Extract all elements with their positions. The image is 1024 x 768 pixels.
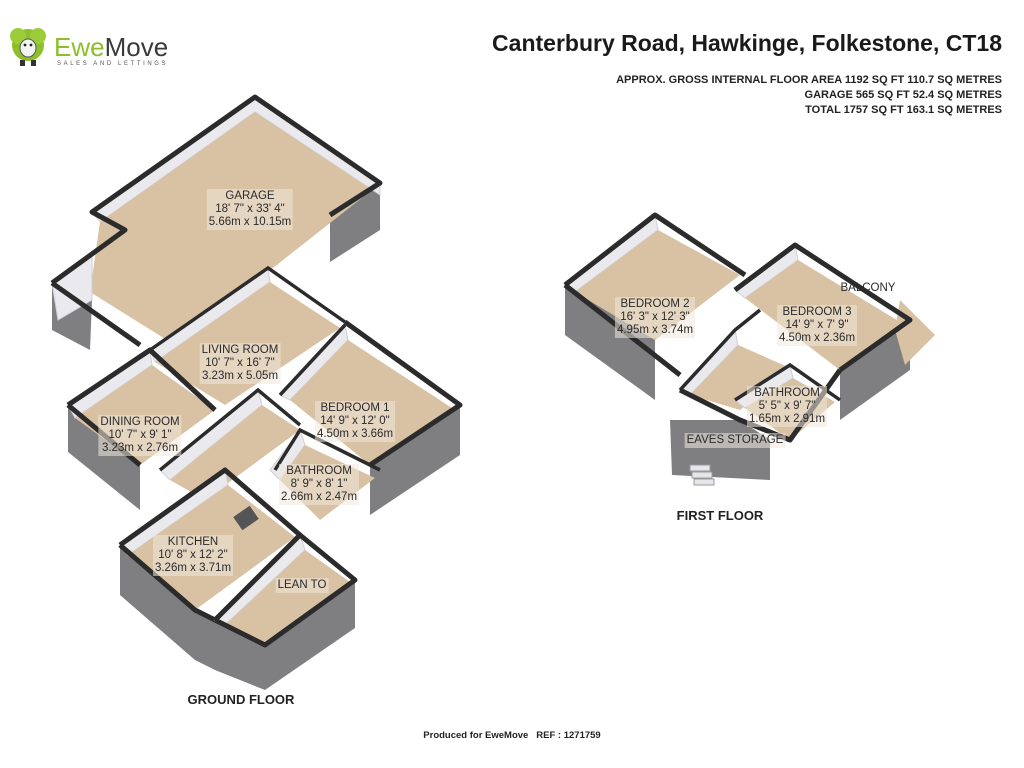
floor-name-ground: GROUND FLOOR: [187, 692, 295, 707]
property-address-title: Canterbury Road, Hawkinge, Folkestone, C…: [492, 30, 1002, 56]
area-line-total: TOTAL 1757 SQ FT 163.1 SQ METRES: [805, 104, 1002, 116]
room-imperial: 5' 5" x 9' 7": [758, 400, 816, 412]
room-imperial: 14' 9" x 12' 0": [320, 415, 390, 427]
room-metric: 3.26m x 3.71m: [154, 562, 232, 574]
room-name: LEAN TO: [277, 579, 327, 591]
room-name: BATHROOM: [286, 465, 352, 477]
room-metric: 1.65m x 2.91m: [748, 413, 826, 425]
room-name: LIVING ROOM: [201, 344, 279, 356]
room-label-living-room: LIVING ROOM 10' 7" x 16' 7" 3.23m x 5.05…: [199, 343, 281, 384]
room-label-kitchen: KITCHEN 10' 8" x 12' 2" 3.26m x 3.71m: [152, 535, 234, 576]
room-imperial: 16' 3" x 12' 3": [620, 311, 690, 323]
room-name: BEDROOM 2: [620, 298, 690, 310]
room-imperial: 10' 7" x 16' 7": [205, 357, 275, 369]
room-name: BATHROOM: [754, 387, 820, 399]
ground-floor-plan: [50, 94, 463, 690]
floor-name-first: FIRST FLOOR: [676, 508, 764, 523]
area-line-gross: APPROX. GROSS INTERNAL FLOOR AREA 1192 S…: [616, 74, 1002, 86]
room-label-balcony: BALCONY: [839, 281, 898, 296]
room-metric: 5.66m x 10.15m: [208, 216, 292, 228]
room-metric: 4.50m x 2.36m: [778, 332, 856, 344]
area-line-garage: GARAGE 565 SQ FT 52.4 SQ METRES: [804, 89, 1002, 101]
brand-name-part1: Ewe: [54, 32, 105, 62]
room-name: BEDROOM 3: [782, 306, 852, 318]
room-label-bathroom-first: BATHROOM 5' 5" x 9' 7" 1.65m x 2.91m: [746, 386, 828, 427]
produced-for-text: Produced for EweMove: [423, 730, 529, 741]
reference-number: REF : 1271759: [536, 730, 601, 741]
room-metric: 3.23m x 2.76m: [101, 442, 179, 454]
room-imperial: 14' 9" x 7' 9": [785, 319, 849, 331]
room-name: DINING ROOM: [100, 416, 180, 428]
brand-logo: EweMove: [54, 32, 168, 63]
room-label-eaves-storage: EAVES STORAGE: [684, 433, 786, 448]
footer-credit: Produced for EweMove REF : 1271759: [423, 730, 600, 741]
brand-name-part2: Move: [104, 32, 169, 62]
room-name: EAVES STORAGE: [686, 434, 784, 446]
room-label-lean-to: LEAN TO: [275, 578, 329, 593]
room-metric: 2.66m x 2.47m: [280, 491, 358, 503]
room-imperial: 8' 9" x 8' 1": [290, 478, 348, 490]
room-label-garage: GARAGE 18' 7" x 33' 4" 5.66m x 10.15m: [206, 189, 294, 230]
room-metric: 4.95m x 3.74m: [616, 324, 694, 336]
room-imperial: 10' 7" x 9' 1": [108, 429, 172, 441]
room-imperial: 10' 8" x 12' 2": [158, 549, 228, 561]
room-label-bathroom-ground: BATHROOM 8' 9" x 8' 1" 2.66m x 2.47m: [278, 464, 360, 505]
room-label-dining-room: DINING ROOM 10' 7" x 9' 1" 3.23m x 2.76m: [98, 415, 182, 456]
room-name: GARAGE: [225, 190, 275, 202]
room-label-bedroom-3: BEDROOM 3 14' 9" x 7' 9" 4.50m x 2.36m: [776, 305, 858, 346]
room-name: KITCHEN: [167, 536, 219, 548]
ewemove-logo-sheep-icon: [10, 28, 46, 66]
room-metric: 4.50m x 3.66m: [316, 428, 394, 440]
room-imperial: 18' 7" x 33' 4": [215, 203, 285, 215]
room-name: BALCONY: [840, 282, 896, 294]
room-name: BEDROOM 1: [320, 402, 390, 414]
brand-tagline: SALES AND LETTINGS: [57, 61, 169, 67]
room-metric: 3.23m x 5.05m: [201, 370, 279, 382]
room-label-bedroom-2: BEDROOM 2 16' 3" x 12' 3" 4.95m x 3.74m: [614, 297, 696, 338]
room-label-bedroom-1: BEDROOM 1 14' 9" x 12' 0" 4.50m x 3.66m: [314, 401, 396, 442]
